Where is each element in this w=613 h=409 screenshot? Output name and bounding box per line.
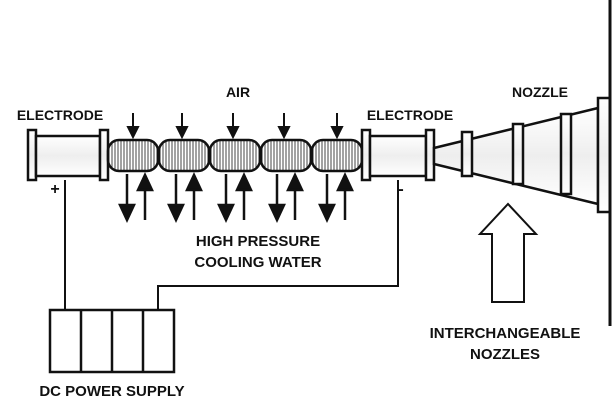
interchangeable-nozzles-label-line1: INTERCHANGEABLE	[430, 325, 581, 342]
cooling-water-label-line1: HIGH PRESSURE	[196, 233, 320, 250]
cooling-segment	[106, 138, 160, 173]
electrode-right-label: ELECTRODE	[367, 107, 453, 123]
nozzle-ring	[559, 112, 573, 196]
water-arrow-up	[136, 172, 154, 220]
cooling-segment	[310, 138, 364, 173]
plus-sign: +	[50, 181, 59, 198]
air-arrow	[226, 113, 240, 140]
air-arrow	[126, 113, 140, 140]
cooling-water-arrows	[118, 172, 354, 223]
left-electrode	[26, 128, 110, 182]
nozzle-outlet	[596, 96, 612, 214]
water-arrow-down	[167, 174, 185, 223]
minus-sign: -	[398, 181, 403, 198]
dc-power-supply-label: DC POWER SUPPLY	[39, 383, 184, 400]
nozzle-ring	[460, 130, 474, 178]
water-arrow-down	[217, 174, 235, 223]
cooling-segment	[208, 138, 262, 173]
air-label: AIR	[226, 84, 250, 100]
dc-power-supply	[48, 308, 176, 374]
cooling-water-label-line2: COOLING WATER	[194, 254, 321, 271]
nozzle-label: NOZZLE	[512, 84, 568, 100]
water-arrow-down	[118, 174, 136, 223]
nozzle	[432, 96, 612, 214]
right-electrode	[360, 128, 436, 182]
air-arrows	[126, 113, 344, 140]
negative-wire	[157, 180, 399, 310]
water-arrow-down	[268, 174, 286, 223]
water-arrow-up	[235, 172, 253, 220]
electrode-left-label: ELECTRODE	[17, 107, 103, 123]
water-arrow-up	[336, 172, 354, 220]
cooling-segments	[106, 138, 364, 173]
air-arrow	[175, 113, 189, 140]
water-arrow-down	[318, 174, 336, 223]
interchangeable-arrow	[477, 202, 539, 303]
water-arrow-up	[185, 172, 203, 220]
nozzle-ring	[511, 122, 525, 186]
cooling-segment	[259, 138, 313, 173]
cooling-segment	[157, 138, 211, 173]
water-arrow-up	[286, 172, 304, 220]
interchangeable-nozzles-label-line2: NOZZLES	[470, 346, 540, 363]
wiring	[64, 180, 399, 310]
air-arrow	[277, 113, 291, 140]
air-arrow	[330, 113, 344, 140]
